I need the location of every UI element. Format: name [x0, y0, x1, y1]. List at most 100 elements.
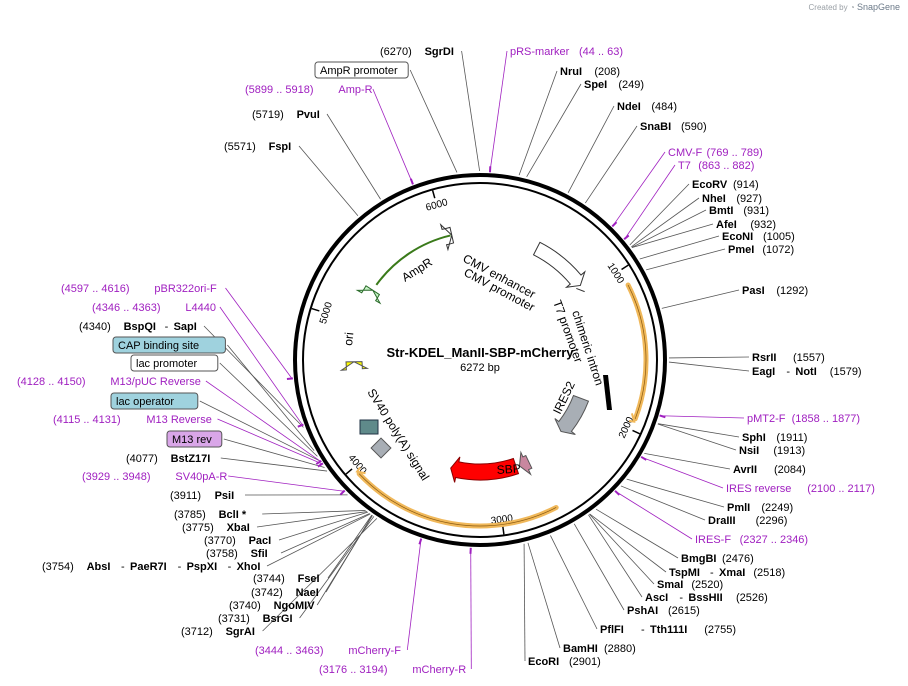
feature-box-label: M13 rev	[172, 434, 212, 446]
site-label-mcherryf[interactable]: (3444 .. 3463)mCherry-F	[255, 645, 401, 657]
site-label-ecorv[interactable]: EcoRV(914)	[692, 179, 759, 191]
site-label-nrui[interactable]: NruI(208)	[560, 66, 620, 78]
site-label-sv40par[interactable]: (3929 .. 3948)SV40pA-R	[82, 471, 227, 483]
site-label-fspi[interactable]: (5571)FspI	[224, 141, 291, 153]
leader-line	[657, 423, 737, 451]
site-label-sfii[interactable]: (3758)SfiI	[206, 548, 268, 560]
leader-line	[262, 510, 366, 515]
site-label-m13puc[interactable]: (4128 .. 4150)M13/pUC Reverse	[17, 376, 201, 388]
leader-line	[326, 113, 381, 200]
site-label-avrii[interactable]: AvrII(2084)	[733, 464, 806, 476]
site-labels[interactable]: (6270)SgrDI pRS-marker(44 .. 63) NruI(208)…	[17, 46, 875, 676]
leader-line	[256, 511, 368, 528]
site-name: SapI	[174, 321, 197, 333]
feature-box	[112, 336, 226, 354]
site-label-sgrdi[interactable]: (6270)SgrDI	[380, 46, 454, 58]
site-label-pshai[interactable]: PshAI(2615)	[627, 605, 700, 617]
site-label-psii[interactable]: (3911)PsiI	[170, 490, 234, 502]
site-label-iresrev[interactable]: IRES reverse(2100 .. 2117)	[726, 483, 875, 495]
site-label-bamhi[interactable]: BamHI(2880)	[563, 643, 636, 655]
primer-site-mark	[317, 462, 324, 468]
site-label-m13reverse[interactable]: (4115 .. 4131)M13 Reverse	[53, 414, 212, 426]
site-label-mcherryr[interactable]: (3176 .. 3194)mCherry-R	[319, 664, 466, 676]
site-label-pmei[interactable]: PmeI (1072)	[728, 244, 794, 256]
site-name: PmeI	[728, 244, 754, 256]
site-label-eagi[interactable]: EagI-NotI(1579)	[752, 366, 862, 378]
site-label-naei[interactable]: (3742)NaeI	[251, 587, 319, 599]
site-label-pflfi[interactable]: PflFI-Tth111I(2755)	[600, 624, 736, 636]
site-label-sgrai[interactable]: (3712)SgrAI	[181, 626, 255, 638]
site-label-amprprom[interactable]: AmpR promoter	[314, 61, 409, 79]
site-label-bsrgi[interactable]: (3731)BsrGI	[218, 613, 293, 625]
site-label-m13revbox[interactable]: M13 rev	[166, 430, 223, 448]
site-label-xbai[interactable]: (3775)XbaI	[182, 522, 250, 534]
site-label-ampr[interactable]: (5899 .. 5918)Amp-R	[245, 84, 373, 96]
site-position: (2249)	[761, 502, 793, 514]
separator: -	[165, 321, 169, 333]
cmv-promoter-tail	[576, 287, 585, 293]
leader-line	[409, 69, 458, 173]
site-label-draiii[interactable]: DraIII(2296)	[708, 515, 787, 527]
site-label-fsei[interactable]: (3744)FseI	[253, 573, 320, 585]
tick-mark	[621, 264, 629, 271]
site-label-pvui[interactable]: (5719)PvuI	[252, 109, 320, 121]
site-label-nsii[interactable]: NsiI(1913)	[739, 445, 805, 457]
site-label-bspqi[interactable]: (4340)BspQI-SapI	[79, 321, 197, 333]
site-label-smai[interactable]: SmaI(2520)	[657, 579, 723, 591]
feature-box	[110, 392, 199, 410]
primer-site-mark	[418, 538, 423, 545]
site-label-sphi[interactable]: SphI(1911)	[742, 432, 807, 444]
site-name: PmlI	[727, 502, 750, 514]
site-label-bmgbi[interactable]: BmgBI(2476)	[681, 553, 754, 565]
site-label-afei[interactable]: AfeI(932)	[716, 219, 776, 231]
site-label-prs[interactable]: pRS-marker(44 .. 63)	[510, 46, 623, 58]
site-position: (2615)	[668, 605, 700, 617]
site-label-t7[interactable]: T7(863 .. 882)	[678, 160, 754, 172]
site-label-rsrii[interactable]: RsrII(1557)	[752, 352, 825, 364]
site-label-ecori[interactable]: EcoRI(2901)	[528, 656, 601, 668]
leader-line	[615, 491, 693, 540]
site-name: IRES-F	[695, 534, 731, 546]
site-label-econi[interactable]: EcoNI(1005)	[722, 231, 795, 243]
site-position: (769 .. 789)	[707, 147, 763, 159]
site-label-lacop[interactable]: lac operator	[110, 392, 199, 410]
site-label-pmt2f[interactable]: pMT2-F(1858 .. 1877)	[747, 413, 860, 425]
site-label-pmli[interactable]: PmlI (2249)	[727, 502, 793, 514]
site-name: pBR322ori-F	[154, 283, 217, 295]
site-label-bmti[interactable]: BmtI(931)	[709, 205, 769, 217]
site-label-iresf[interactable]: IRES-F(2327 .. 2346)	[695, 534, 808, 546]
site-label-lacprom[interactable]: lac promoter	[130, 354, 219, 372]
site-position: (1072)	[762, 244, 794, 256]
site-position: (4115 .. 4131)	[53, 414, 121, 426]
site-position: (44 .. 63)	[579, 46, 623, 58]
site-label-bcli[interactable]: (3785)BclI *	[174, 509, 247, 521]
site-name: PsiI	[215, 490, 235, 502]
feature-label: AmpR	[399, 255, 435, 285]
site-label-pasi[interactable]: PasI(1292)	[742, 285, 808, 297]
site-label-absi[interactable]: (3754)AbsI-PaeR7I-PspXI-XhoI	[42, 561, 260, 573]
site-label-bstz17i[interactable]: (4077)BstZ17I	[126, 453, 210, 465]
site-label-asci[interactable]: AscI-BssHII(2526)	[645, 592, 768, 604]
leader-line	[325, 515, 373, 593]
site-name: XbaI	[227, 522, 250, 534]
leader-line	[612, 151, 666, 226]
site-position: (932)	[750, 219, 776, 231]
tick-mark	[431, 190, 436, 199]
site-label-cap[interactable]: CAP binding site	[112, 336, 226, 354]
site-label-tspmi[interactable]: TspMI-XmaI(2518)	[669, 567, 785, 579]
tick-label: 1000	[605, 261, 626, 286]
leader-line	[661, 289, 740, 309]
site-name: BmgBI	[681, 553, 716, 565]
site-position: (3712)	[181, 626, 213, 638]
site-label-snabi[interactable]: SnaBI(590)	[640, 121, 707, 133]
site-label-ndei[interactable]: NdeI(484)	[617, 101, 677, 113]
site-label-l4440[interactable]: (4346 .. 4363)L4440	[92, 302, 216, 314]
orf-arc-1-edge	[627, 284, 647, 420]
site-label-nhei[interactable]: NheI(927)	[702, 193, 762, 205]
site-label-cmvf[interactable]: CMV-F(769 .. 789)	[668, 147, 763, 159]
site-label-ngomiv[interactable]: (3740)NgoMIV	[229, 600, 315, 612]
site-label-spei[interactable]: SpeI(249)	[584, 79, 644, 91]
site-label-pbr322[interactable]: (4597 .. 4616)pBR322ori-F	[61, 283, 217, 295]
site-label-paci[interactable]: (3770)PacI	[204, 535, 271, 547]
